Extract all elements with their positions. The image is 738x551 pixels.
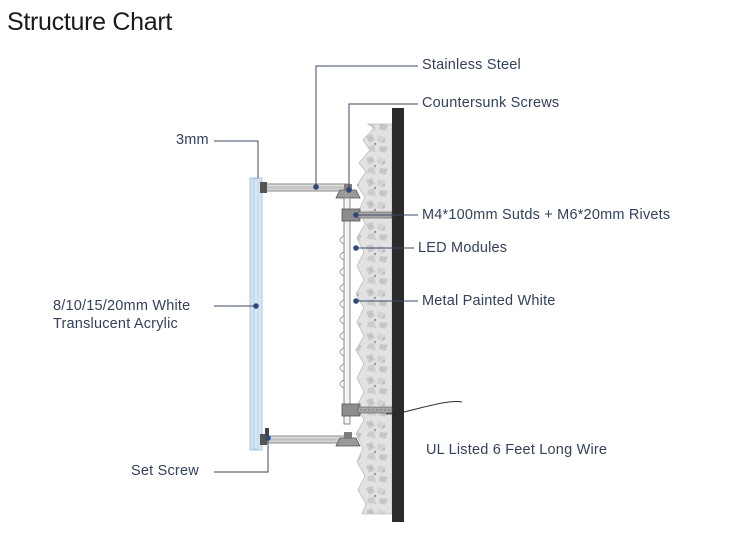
acrylic-panel (249, 177, 263, 451)
wire (385, 401, 463, 415)
label-acrylic: 8/10/15/20mm White Translucent Acrylic (53, 297, 190, 333)
steel-returns (260, 182, 349, 445)
label-set-screw: Set Screw (131, 463, 199, 479)
metal-back-pan (343, 197, 351, 425)
label-countersunk-screws: Countersunk Screws (422, 95, 560, 111)
leader-dots (253, 184, 359, 441)
label-acrylic-line2: Translucent Acrylic (53, 316, 178, 332)
leader-lines (214, 65, 418, 473)
label-studs-rivets: M4*100mm Sutds + M6*20mm Rivets (422, 207, 671, 223)
label-metal-painted: Metal Painted White (422, 293, 556, 309)
led-modules (339, 235, 345, 389)
wall (355, 108, 404, 522)
label-acrylic-line1: 8/10/15/20mm White (53, 298, 191, 314)
label-wire: UL Listed 6 Feet Long Wire (426, 442, 608, 458)
label-stainless-steel: Stainless Steel (422, 57, 521, 73)
label-led-modules: LED Modules (418, 240, 508, 256)
page-title: Structure Chart (7, 8, 173, 36)
label-thickness: 3mm (176, 132, 209, 148)
